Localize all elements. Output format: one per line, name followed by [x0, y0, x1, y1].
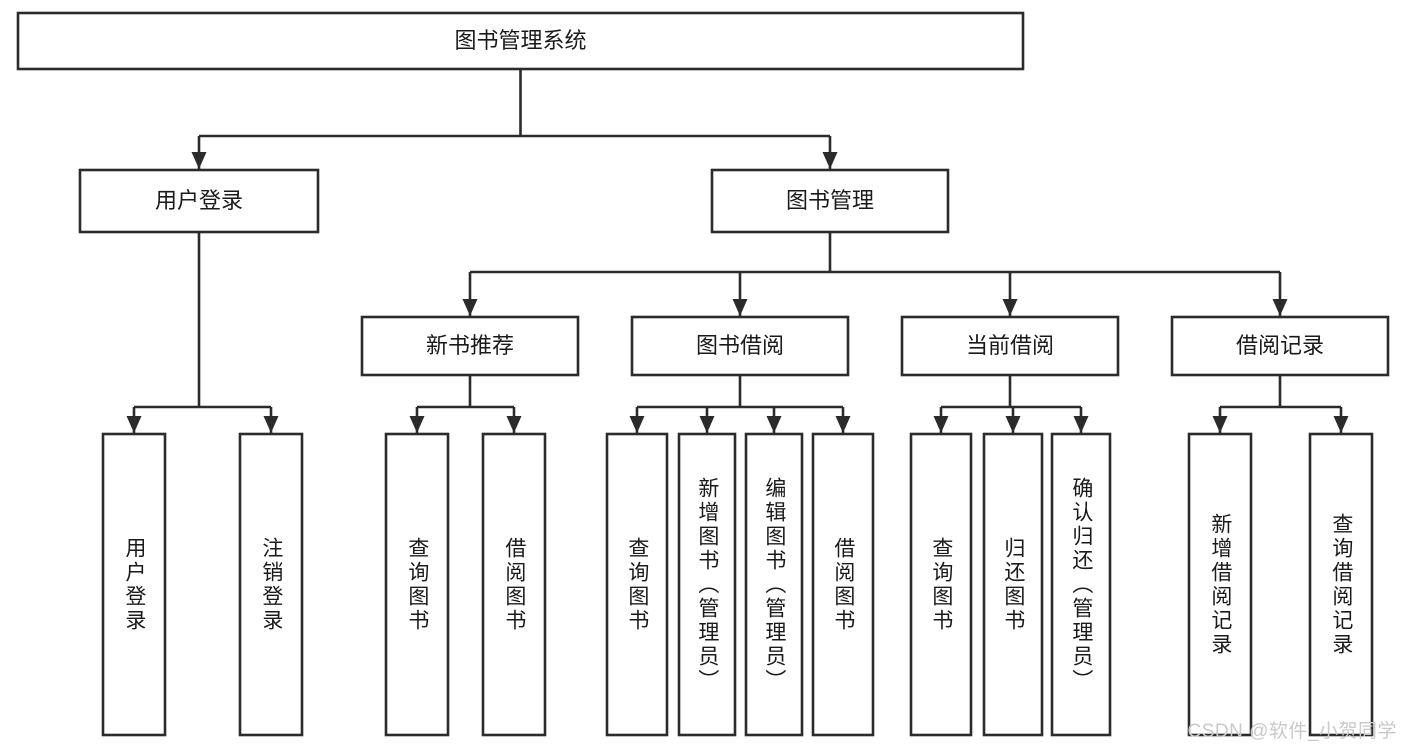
node-root[interactable]	[16, 11, 1025, 71]
leaf-box-6[interactable]	[744, 432, 804, 737]
node-l3-当前借阅-label: 当前借阅	[966, 333, 1054, 358]
leaf-box-3[interactable]	[481, 432, 547, 737]
arrow-head-icon-l3-0	[462, 299, 478, 316]
arrow-head-icon-leaf-3-2	[1073, 416, 1089, 433]
arrow-head-icon-leaf-1-0	[409, 416, 425, 433]
leaf-box-0[interactable]	[101, 432, 167, 737]
node-l3-新书推荐-label: 新书推荐	[426, 333, 514, 358]
node-l2-图书管理[interactable]	[710, 168, 950, 234]
watermark-text: CSDN @软件_小贺同学	[1187, 721, 1397, 742]
arrow-head-icon-l2-1	[822, 152, 838, 169]
arrow-head-icon-leaf-0-1	[263, 416, 279, 433]
node-l3-当前借阅[interactable]	[900, 315, 1120, 377]
arrow-head-icon-leaf-3-1	[1005, 416, 1021, 433]
arrow-head-icon-l3-1	[732, 299, 748, 316]
node-l3-借阅记录-label: 借阅记录	[1236, 333, 1324, 358]
leaf-box-8[interactable]	[909, 432, 973, 737]
leaf-box-12[interactable]	[1308, 432, 1374, 737]
arrow-head-icon-leaf-0-0	[126, 416, 142, 433]
arrow-head-icon-leaf-3-0	[933, 416, 949, 433]
leaf-box-1[interactable]	[238, 432, 304, 737]
leaf-box-9[interactable]	[982, 432, 1044, 737]
leaf-box-7[interactable]	[811, 432, 875, 737]
node-l3-图书借阅-label: 图书借阅	[696, 333, 784, 358]
node-l2-用户登录-label: 用户登录	[155, 188, 243, 213]
arrow-head-icon-leaf-2-0	[629, 416, 645, 433]
node-l3-借阅记录[interactable]	[1170, 315, 1390, 377]
arrow-head-icon-leaf-2-1	[699, 416, 715, 433]
arrow-head-icon-l3-3	[1272, 299, 1288, 316]
node-box-layer	[16, 11, 1390, 737]
arrow-head-icon-leaf-4-0	[1212, 416, 1228, 433]
node-l2-用户登录[interactable]	[78, 168, 320, 234]
node-root-label: 图书管理系统	[454, 28, 586, 53]
leaf-box-4[interactable]	[605, 432, 669, 737]
leaf-box-2[interactable]	[384, 432, 450, 737]
arrow-head-icon-l2-0	[191, 152, 207, 169]
arrow-head-icon-leaf-2-2	[766, 416, 782, 433]
leaf-box-5[interactable]	[677, 432, 737, 737]
node-l2-图书管理-label: 图书管理	[786, 188, 874, 213]
leaf-box-10[interactable]	[1050, 432, 1112, 737]
connector-layer	[126, 69, 1349, 433]
arrow-head-icon-l3-2	[1002, 299, 1018, 316]
arrow-head-icon-leaf-4-1	[1333, 416, 1349, 433]
node-l3-图书借阅[interactable]	[630, 315, 850, 377]
node-l3-新书推荐[interactable]	[360, 315, 580, 377]
leaf-box-11[interactable]	[1187, 432, 1253, 737]
arrow-head-icon-leaf-1-1	[506, 416, 522, 433]
arrow-head-icon-leaf-2-3	[835, 416, 851, 433]
